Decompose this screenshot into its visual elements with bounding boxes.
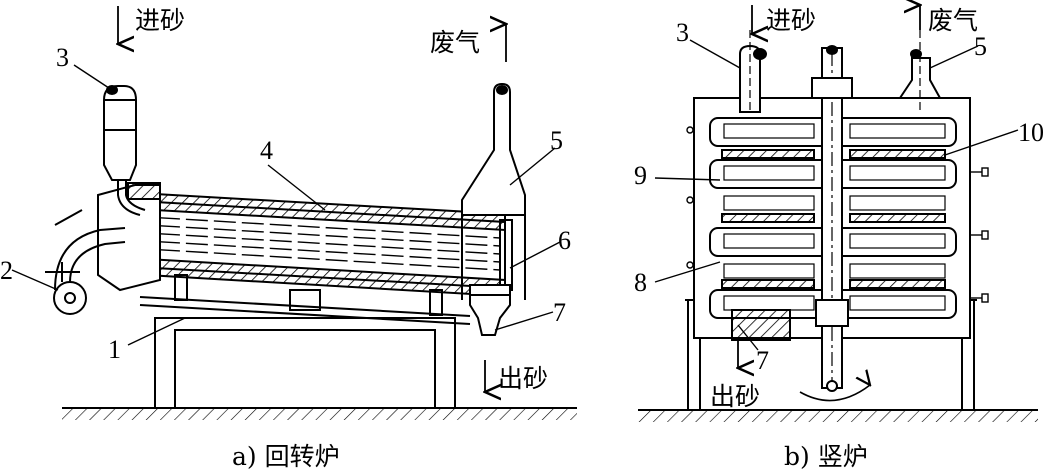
- rotary-sand-out-label: 出砂: [498, 364, 549, 393]
- support-frame: [139, 274, 471, 409]
- rotary-callout-6: 6: [558, 226, 571, 255]
- shaft-callout-8: 8: [634, 268, 647, 297]
- shaft-callout-10: 10: [1018, 118, 1044, 147]
- leader-lines-a: [11, 64, 561, 346]
- rotation-arrow: [799, 385, 870, 402]
- rotary-callout-5: 5: [550, 126, 563, 155]
- rotary-callout-3: 3: [56, 43, 69, 72]
- leader-lines-b: [654, 39, 1019, 351]
- shaft-callout-3: 3: [676, 18, 689, 47]
- shaft-callout-7: 7: [756, 346, 769, 375]
- burner: [45, 209, 126, 315]
- shaft-sand-in-label: 进砂: [766, 6, 817, 35]
- ground-hatch-b: [638, 410, 1038, 422]
- rotary-caption: a) 回转炉: [232, 442, 340, 471]
- rotary-exhaust-label: 废气: [430, 28, 481, 57]
- rotary-callout-4: 4: [260, 136, 273, 165]
- rotary-drum: [97, 182, 513, 298]
- rotary-callout-2: 2: [0, 256, 13, 285]
- shaft-furnace: [638, 5, 1038, 422]
- discharge-hopper: [469, 284, 511, 336]
- shaft-caption: b) 竖炉: [784, 442, 868, 471]
- rotary-callout-1: 1: [108, 335, 121, 364]
- shaft-sand-out-label: 出砂: [710, 382, 761, 411]
- rotary-callout-7: 7: [553, 298, 566, 327]
- rotary-furnace: [11, 6, 577, 420]
- feed-pipe-b: [739, 30, 767, 113]
- casing-lugs: [686, 126, 989, 303]
- shaft-callout-9: 9: [634, 161, 647, 190]
- shaft-callout-5: 5: [974, 32, 987, 61]
- exhaust-stack: [461, 82, 526, 300]
- ground-hatch: [62, 408, 577, 420]
- shaft-exhaust-label: 废气: [928, 6, 979, 35]
- rotary-sand-in-label: 进砂: [135, 6, 186, 35]
- central-shaft: [811, 45, 853, 392]
